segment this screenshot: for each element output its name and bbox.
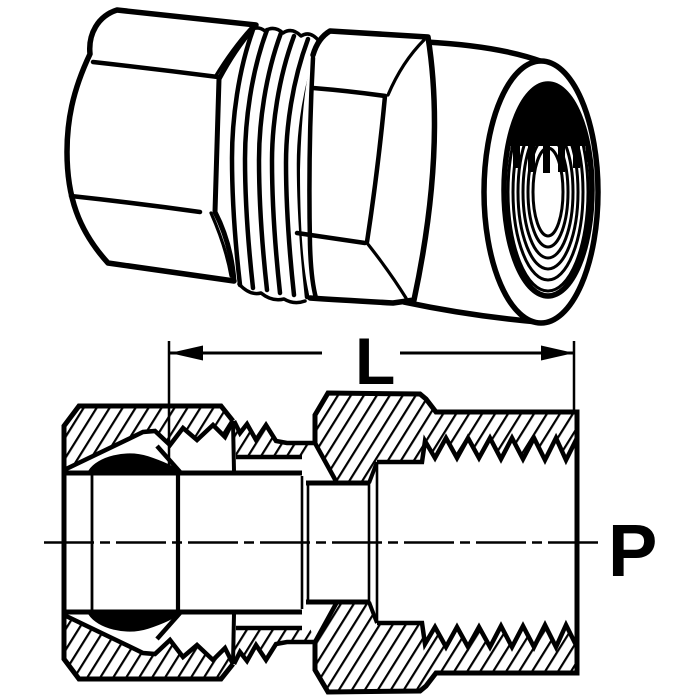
hex-corner-sliver-top [386, 38, 426, 97]
nut-facet-top [90, 59, 221, 80]
thread-shadow-bars [513, 144, 592, 173]
nut-sliver-top [213, 26, 253, 79]
hex-corner-sliver-bottom [365, 241, 408, 300]
dimension-L: L [167, 324, 576, 473]
cylinder-top-edge [423, 39, 546, 65]
cylinder-bottom-edge [401, 299, 541, 325]
nut-facet-bottom [68, 193, 203, 215]
label-L: L [355, 324, 395, 398]
section-top-half [64, 393, 577, 543]
section-bottom-half [64, 542, 577, 692]
hex-body-3d [294, 28, 438, 306]
nut-outline-3d [64, 7, 259, 284]
isometric-view [64, 7, 601, 326]
hex-body-facet-bottom [294, 230, 368, 246]
arrowhead-right [541, 345, 574, 361]
arrowhead-left [170, 345, 203, 361]
section-view [44, 393, 599, 692]
hex-body-left-edge [307, 55, 319, 301]
thread-crest-top [245, 26, 321, 43]
label-P: P [608, 509, 657, 592]
nut-corner-top [216, 22, 259, 82]
nut-sliver-bottom [209, 211, 233, 278]
hex-body-front-edge [364, 93, 388, 245]
hex-body-facet-top [310, 85, 388, 99]
hex-body-outline [307, 28, 438, 306]
nut-3d [64, 7, 259, 284]
thread-crest-bottom [237, 282, 307, 305]
cylinder-3d [401, 39, 601, 326]
thread-shadow [505, 84, 591, 146]
nut-corner-bottom [212, 209, 237, 284]
nut-front-edge [212, 76, 222, 215]
